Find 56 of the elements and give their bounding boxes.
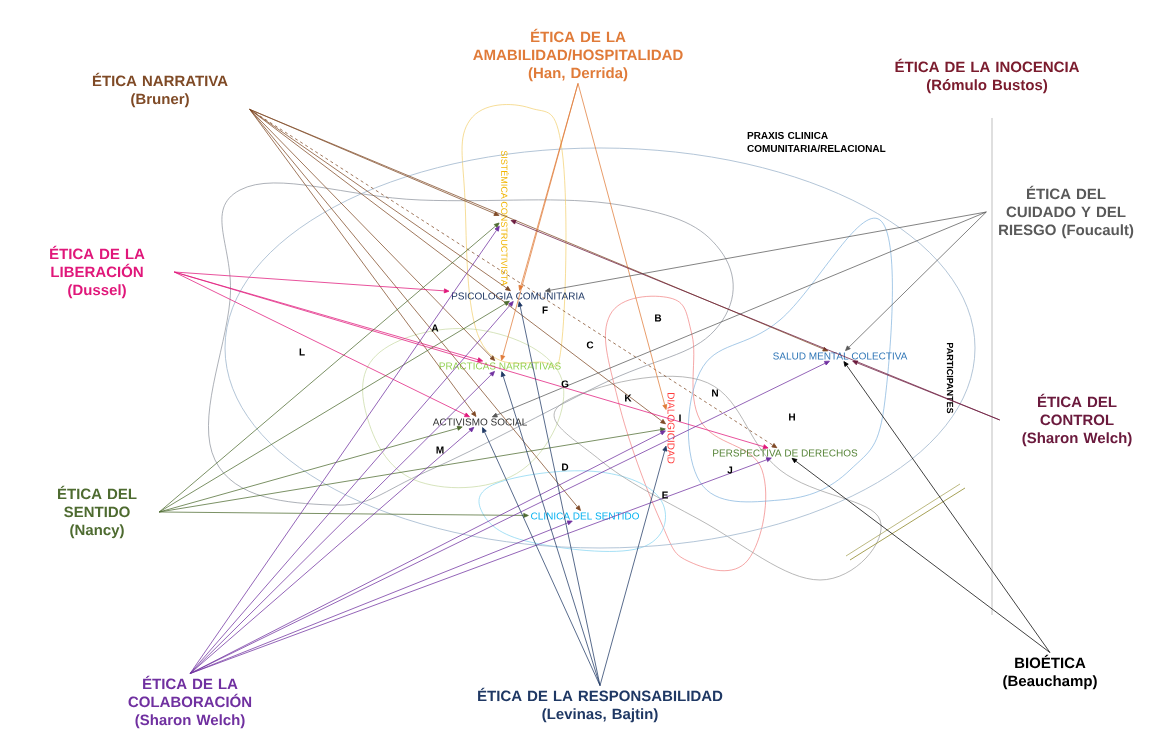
practice-label: SISTÉMICA CONSTRUCTIVISTA (501, 150, 509, 286)
arrow (158, 511, 529, 518)
callout-letter: N (712, 389, 718, 397)
practice-label: CLINICA DEL SENTIDO (531, 512, 639, 520)
callout-letter: I (679, 414, 681, 422)
arrow (249, 109, 666, 425)
heading-text: PRAXIS CLINICA COMUNITARIA/RELACIONAL (747, 131, 886, 153)
ethics-heading: ÉTICA NARRATIVA (Bruner) (92, 72, 228, 108)
arrow (791, 457, 1051, 653)
arrow (599, 445, 668, 686)
arrow (173, 271, 769, 449)
arrow (158, 222, 500, 513)
callout-letter: G (561, 380, 569, 388)
callout-letter: K (625, 394, 632, 402)
callout-letter: F (542, 306, 548, 314)
ethics-heading: ÉTICA DE LA COLABORACIÓN (Sharon Welch) (128, 675, 252, 729)
ethics-heading: ÉTICA DE LA LIBERACIÓN (Dussel) (50, 245, 145, 299)
arrow (577, 83, 668, 410)
callout-letter: B (655, 314, 662, 322)
arrow (189, 520, 573, 674)
arrow (249, 109, 829, 352)
arrow (845, 211, 987, 351)
practice-label: PERSPECTIVA DE DERECHOS (713, 449, 858, 457)
ethics-heading: ÉTICA DE LA AMABILIDAD/HOSPITALIDAD (Han, Derrida) (473, 28, 683, 82)
arrow (249, 109, 581, 511)
ethics-heading: ÉTICA DEL CONTROL (Sharon Welch) (1022, 393, 1132, 447)
arrow (843, 361, 1051, 653)
arrow (545, 211, 987, 293)
callout-letter: C (586, 341, 594, 349)
practice-label: PSICOLOGIA COMUNITARIA (451, 292, 585, 300)
ethics-heading: ÉTICA DE LA RESPONSABILIDAD (Levinas, Bajtin) (478, 687, 723, 723)
practice-label: PARTICIPANTES (946, 343, 954, 414)
arrow (852, 360, 1001, 421)
callout-letter: M (436, 446, 444, 454)
arrow (482, 427, 601, 686)
arrow (173, 271, 450, 294)
arrow (189, 225, 500, 674)
arrow (249, 109, 477, 417)
callout-letter: H (789, 413, 795, 421)
arrow (189, 371, 495, 674)
practice-label: DIALOGICIDAD (667, 392, 675, 464)
arrow (158, 300, 510, 513)
callout-letter: E (662, 491, 668, 499)
callout-letter: J (727, 466, 733, 474)
arrow (189, 427, 475, 674)
callout-letter: A (431, 324, 439, 332)
arrow (173, 271, 470, 418)
arrow (249, 109, 778, 449)
ethics-heading: ÉTICA DEL CUIDADO Y DEL RIESGO (Foucault) (999, 185, 1134, 239)
callout-letter: L (299, 348, 305, 356)
arrow (500, 83, 579, 361)
ethics-heading: ÉTICA DEL SENTIDO (Nancy) (58, 485, 137, 539)
ethics-heading: BIOÉTICA (Beauchamp) (1003, 654, 1097, 690)
arrow (500, 371, 601, 686)
callout-letter: D (562, 463, 569, 471)
ethics-heading: ÉTICA DE LA INOCENCIA (Rómulo Bustos) (895, 58, 1080, 94)
